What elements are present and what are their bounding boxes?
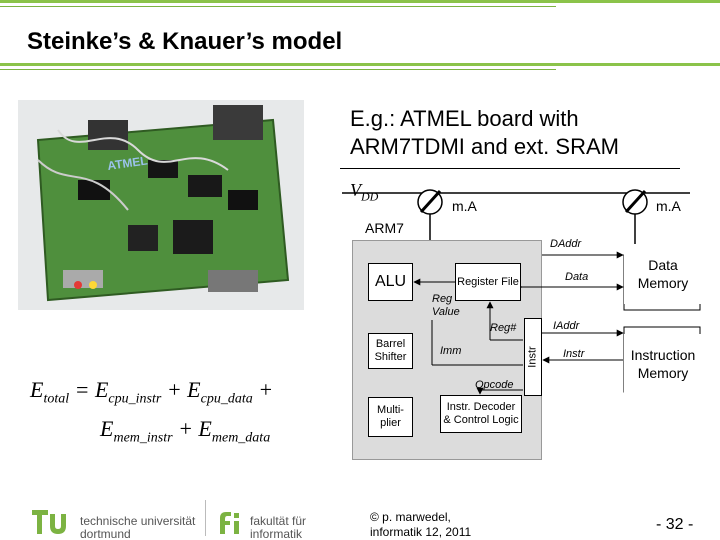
page-number: - 32 -	[656, 516, 694, 533]
energy-formula-line-1: Etotal = Ecpu_instr + Ecpu_data +	[30, 377, 274, 407]
multiplier-line-1: Multi-	[377, 404, 404, 416]
instruction-register-label: Instr	[527, 346, 539, 368]
ammeter-label-memory: m.A	[656, 198, 681, 214]
board-description: E.g.: ATMEL board with ARM7TDMI and ext.…	[350, 105, 680, 161]
fi-line-1: fakultät für	[250, 514, 307, 528]
copyright-notice: © p. marwedel, informatik 12, 2011	[370, 510, 471, 540]
title-underline-bar	[0, 63, 720, 66]
top-accent-bar	[0, 0, 720, 3]
tu-logo	[32, 510, 66, 534]
barrel-shifter-line-2: Shifter	[374, 351, 407, 363]
signal-imm: Imm	[440, 345, 462, 357]
fi-line-2: informatik	[250, 527, 303, 540]
board-description-line-2: ARM7TDMI and ext. SRAM	[350, 134, 619, 159]
fi-logo	[220, 512, 239, 534]
copyright-line-2: informatik 12, 2011	[370, 525, 472, 539]
top-accent-line	[0, 6, 556, 7]
signal-reg-value-line-1: Reg	[432, 293, 453, 305]
tu-line-2: dortmund	[80, 527, 131, 540]
ammeter-label-cpu: m.A	[452, 198, 477, 214]
data-memory-line-1: Data	[648, 257, 678, 273]
register-file-block: Register File	[455, 263, 521, 301]
energy-formula-line-2: Emem_instr + Emem_data	[100, 416, 271, 446]
multiplier-block: Multi-plier	[368, 397, 413, 437]
instruction-memory-line-1: Instruction	[630, 347, 696, 363]
arm7-label: ARM7	[365, 220, 404, 236]
footer-separator	[205, 500, 206, 536]
energy-formula: Etotal = Ecpu_instr + Ecpu_data + Emem_i…	[30, 375, 273, 454]
multiplier-line-2: plier	[380, 417, 401, 429]
decoder-line-1: Instr. Decoder	[446, 401, 516, 413]
slide-title: Steinke’s & Knauer’s model	[27, 28, 343, 55]
copyright-line-1: © p. marwedel,	[370, 510, 451, 524]
instruction-decoder-block: Instr. Decoder& Control Logic	[440, 395, 522, 433]
signal-daddr: DAddr	[550, 238, 582, 250]
atmel-board-photo: ATMEL	[18, 100, 304, 310]
signal-iaddr: IAddr	[553, 320, 580, 332]
tu-dortmund-wordmark: technische universität dortmund	[80, 515, 195, 540]
data-memory-line-2: Memory	[637, 275, 689, 291]
description-rule	[340, 168, 680, 169]
tu-line-1: technische universität	[80, 514, 196, 528]
signal-reg-value-line-2: Value	[432, 306, 460, 318]
fakultaet-wordmark: fakultät für informatik	[250, 515, 306, 540]
barrel-shifter-line-1: Barrel	[375, 338, 406, 350]
board-description-line-1: E.g.: ATMEL board with	[350, 106, 579, 131]
alu-block: ALU	[368, 263, 413, 301]
signal-instr: Instr	[563, 348, 585, 360]
decoder-line-2: & Control Logic	[443, 414, 519, 426]
svg-text:ATMEL: ATMEL	[106, 153, 148, 172]
instruction-memory-line-2: Memory	[637, 365, 689, 381]
signal-opcode: Opcode	[475, 379, 514, 391]
title-underline-line	[0, 69, 556, 70]
signal-reg-num: Reg#	[490, 322, 517, 334]
instruction-register-block: Instr	[524, 318, 542, 396]
signal-data: Data	[565, 271, 589, 283]
